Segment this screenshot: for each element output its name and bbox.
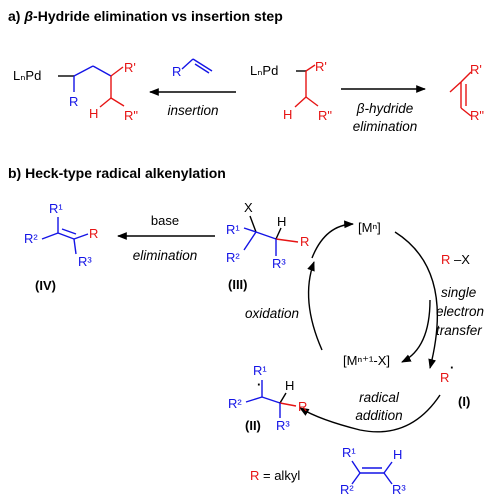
elimination-label: elimination — [133, 248, 198, 263]
rx-dash-x: –X — [454, 252, 470, 267]
elimination-step: base elimination — [117, 213, 215, 263]
ii-r: R — [298, 399, 307, 414]
insertion-label: insertion — [167, 103, 218, 118]
r-double-prime-3: R" — [470, 108, 484, 123]
lnpd-label: LₙPd — [13, 68, 41, 83]
ii-h: H — [285, 378, 294, 393]
h-atom: H — [89, 106, 98, 121]
iii-r2: R² — [226, 250, 240, 265]
radical-label-1: radical — [359, 390, 400, 405]
alk-r2: R² — [340, 482, 354, 495]
lnpd-label-2: LₙPd — [250, 63, 278, 78]
alkene-reagent: R¹ R² H R³ — [340, 445, 406, 495]
alkyl-halide: R — [441, 252, 450, 267]
radical-dot: · — [450, 360, 454, 375]
section-a-title: a) β-Hydride elimination vs insertion st… — [8, 8, 283, 24]
iv-r3: R³ — [78, 254, 92, 269]
insertion-step: R insertion — [149, 58, 236, 118]
beta-hydride-label-1: β-hydride — [356, 101, 414, 116]
oxidation-label: oxidation — [245, 306, 299, 321]
r-double-prime-2: R" — [318, 108, 332, 123]
r-double-prime: R" — [124, 108, 138, 123]
insertion-product: LₙPd R R' H R" — [13, 60, 138, 123]
beta-hydride-step: β-hydride elimination — [341, 85, 426, 134]
beta-hydride-label-2: elimination — [353, 119, 418, 134]
radical-label-2: addition — [355, 408, 402, 423]
catalytic-cycle: [Mⁿ] [Mⁿ⁺¹-X] oxidation single electron … — [245, 220, 484, 433]
section-b-title: b) Heck-type radical alkenylation — [8, 165, 226, 181]
catalyst-mn: [Mⁿ] — [358, 220, 381, 235]
iii-x: X — [244, 200, 253, 215]
label-ii: (II) — [245, 418, 261, 433]
rx-label: R — [441, 252, 450, 267]
label-iv: (IV) — [35, 278, 56, 293]
label-iii: (III) — [228, 277, 248, 292]
set-label-3: transfer — [436, 323, 482, 338]
ii-r3: R³ — [276, 418, 290, 433]
iii-r1: R¹ — [226, 222, 240, 237]
arrow-mn1x-to-iii — [307, 261, 323, 351]
alk-h: H — [393, 447, 402, 462]
r-prime: R' — [124, 60, 136, 75]
h-atom-2: H — [283, 107, 292, 122]
arrow-iii-to-mn — [311, 220, 354, 259]
iv-r2: R² — [24, 231, 38, 246]
set-label-1: single — [441, 285, 476, 300]
ii-r2: R² — [228, 396, 242, 411]
alk-r1: R¹ — [342, 445, 356, 460]
label-i: (I) — [458, 394, 470, 409]
catalyst-mn1x: [Mⁿ⁺¹-X] — [343, 353, 390, 368]
r-legend: R = alkyl — [250, 468, 300, 483]
iii-r: R — [300, 234, 309, 249]
iii-r3: R³ — [272, 256, 286, 271]
iv-r1: R¹ — [49, 201, 63, 216]
alkyl-pd-complex: LₙPd R' H R" — [250, 59, 332, 123]
r-prime-2: R' — [315, 59, 327, 74]
r-substituent: R — [69, 94, 78, 109]
intermediate-ii: R¹ · R² H R R³ (II) — [228, 363, 307, 433]
arrow-radical-addition — [299, 394, 441, 433]
arrow-set-to-mn1x — [401, 299, 431, 363]
r-prime-3: R' — [470, 62, 482, 77]
ii-dot: · — [257, 377, 261, 392]
radical-i: R · (I) — [440, 360, 470, 409]
intermediate-iii: X R¹ R² H R R³ (III) — [226, 200, 309, 292]
product-iv: R¹ R² R R³ (IV) — [24, 201, 98, 293]
alkene-r: R — [172, 64, 181, 79]
radical-r: R — [440, 370, 449, 385]
base-label: base — [151, 213, 179, 228]
alk-r3: R³ — [392, 482, 406, 495]
iv-r: R — [89, 226, 98, 241]
alkene-product: R' R" — [449, 62, 484, 123]
ii-r1: R¹ — [253, 363, 267, 378]
iii-h: H — [277, 214, 286, 229]
set-label-2: electron — [436, 304, 484, 319]
arrow-mn-to-radical — [394, 231, 439, 369]
